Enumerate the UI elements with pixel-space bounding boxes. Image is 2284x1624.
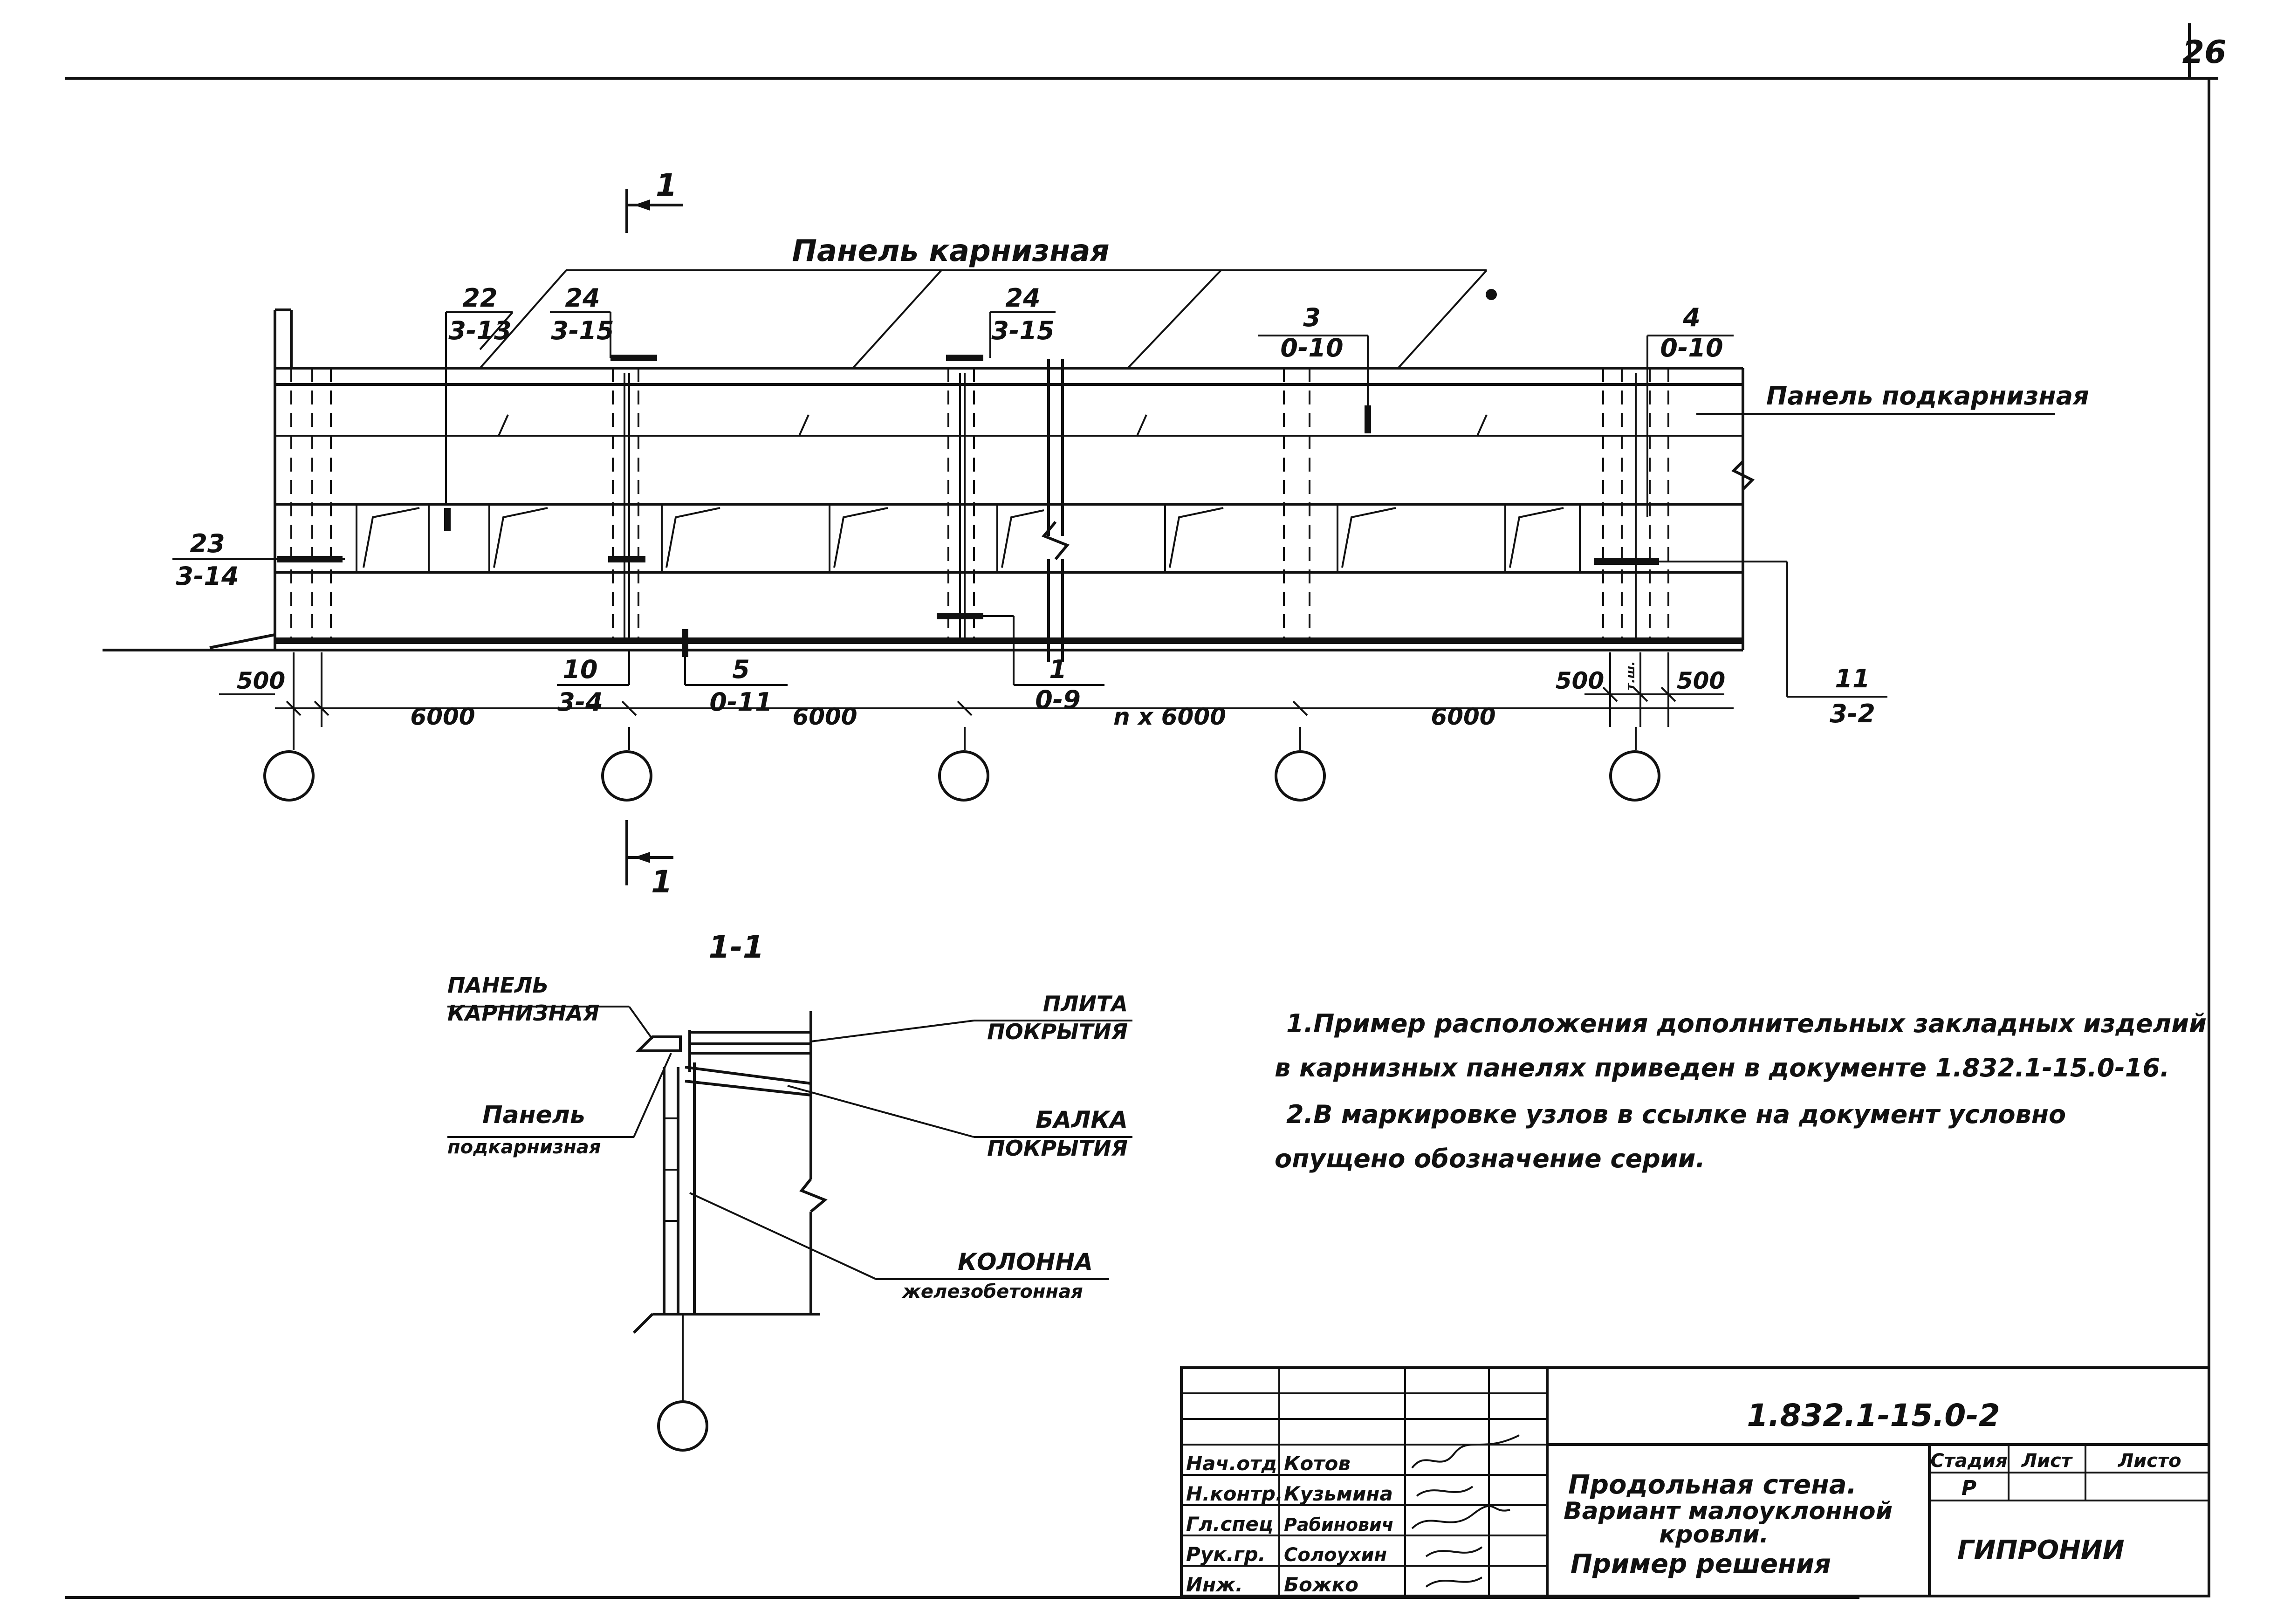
- svg-text:Рабинович: Рабинович: [1284, 1514, 1394, 1535]
- svg-text:ПАНЕЛЬ: ПАНЕЛЬ: [447, 973, 549, 998]
- svg-text:Стадия: Стадия: [1930, 1450, 2008, 1472]
- svg-text:Лист: Лист: [2021, 1450, 2073, 1472]
- callout-24-left: 24 3-15: [550, 283, 614, 345]
- svg-text:т.ш.: т.ш.: [1624, 661, 1638, 690]
- svg-text:0-10: 0-10: [1280, 333, 1343, 363]
- svg-text:n x 6000: n x 6000: [1113, 703, 1226, 730]
- svg-text:Листо: Листо: [2118, 1450, 2181, 1472]
- svg-text:Вариант малоуклонной: Вариант малоуклонной: [1564, 1497, 1893, 1525]
- column-axes: [263, 727, 1660, 802]
- svg-text:5: 5: [732, 655, 750, 684]
- general-notes: 1.Пример расположения дополнительных зак…: [1275, 1009, 2207, 1173]
- callout-5: 5 0-11: [685, 655, 788, 717]
- svg-text:ПЛИТА: ПЛИТА: [1043, 991, 1128, 1016]
- sheet-frame: [65, 23, 2218, 1599]
- svg-text:ПОКРЫТИЯ: ПОКРЫТИЯ: [987, 1019, 1128, 1044]
- svg-text:Панель: Панель: [482, 1101, 585, 1129]
- section-mark-top: 1: [625, 167, 683, 233]
- subcornice-panel-label: Панель подкарнизная: [1766, 381, 2089, 411]
- section-mark-bottom: 1: [625, 820, 673, 900]
- svg-text:24: 24: [565, 283, 600, 313]
- svg-text:1: 1: [1049, 655, 1067, 684]
- svg-text:Инж.: Инж.: [1186, 1573, 1243, 1596]
- svg-text:22: 22: [462, 283, 497, 313]
- window-band: [356, 504, 1581, 572]
- dimension-chain: 500 6000 6000 n x 6000 6000 500 т.ш. 500: [219, 652, 1734, 730]
- svg-text:3-15: 3-15: [551, 316, 614, 345]
- svg-text:24: 24: [1005, 283, 1040, 313]
- svg-text:КАРНИЗНАЯ: КАРНИЗНАЯ: [447, 1000, 599, 1026]
- organization: ГИПРОНИИ: [1957, 1535, 2125, 1565]
- svg-text:Продольная стена.: Продольная стена.: [1568, 1470, 1857, 1500]
- svg-text:БАЛКА: БАЛКА: [1036, 1106, 1128, 1133]
- section-title: 1-1: [708, 929, 764, 965]
- callout-1: 1 0-9: [1014, 655, 1104, 714]
- svg-text:11: 11: [1835, 664, 1870, 693]
- svg-text:Божко: Божко: [1284, 1573, 1358, 1596]
- note-2-line-2: опущено обозначение серии.: [1275, 1144, 1705, 1173]
- svg-text:3: 3: [1303, 303, 1321, 332]
- svg-text:10: 10: [562, 655, 597, 684]
- section-1-1: 1-1 ПАНЕЛЬ: [447, 929, 1132, 1452]
- svg-text:6000: 6000: [1431, 703, 1495, 730]
- svg-text:3-14: 3-14: [176, 562, 239, 591]
- signatures: [1411, 1434, 1520, 1588]
- callout-leaders: [172, 312, 1887, 698]
- svg-text:кровли.: кровли.: [1659, 1521, 1769, 1549]
- svg-text:Рук.гр.: Рук.гр.: [1186, 1543, 1266, 1566]
- svg-text:6000: 6000: [792, 703, 857, 730]
- callout-10: 10 3-4: [557, 655, 629, 717]
- svg-text:Кузьмина: Кузьмина: [1284, 1482, 1393, 1505]
- svg-text:500: 500: [1677, 667, 1725, 694]
- note-1-line-2: в карнизных панелях приведен в документе…: [1275, 1053, 2169, 1083]
- callout-3: 3 0-10: [1258, 303, 1368, 363]
- svg-text:железобетонная: железобетонная: [901, 1281, 1083, 1302]
- svg-text:3-4: 3-4: [557, 687, 603, 717]
- title-block: 1.832.1-15.0-2 Нач.отд Н.контр. Гл.спец …: [1180, 1366, 2210, 1597]
- svg-text:3-2: 3-2: [1830, 699, 1875, 728]
- cornice-panel-label: Панель карнизная: [792, 234, 1109, 268]
- section-axis: [657, 1400, 708, 1452]
- callout-23: 23 3-14: [172, 529, 247, 591]
- svg-text:4: 4: [1682, 303, 1701, 332]
- svg-text:3-15: 3-15: [991, 316, 1054, 345]
- svg-text:Р: Р: [1962, 1476, 1976, 1500]
- callout-4: 4 0-10: [1647, 303, 1734, 363]
- svg-text:3-13: 3-13: [448, 316, 511, 345]
- longitudinal-wall-elevation: Панель карнизная Панель подкарнизная: [103, 167, 2089, 900]
- svg-text:6000: 6000: [410, 703, 475, 730]
- svg-text:500: 500: [237, 667, 285, 694]
- note-2-line-1: 2.В маркировке узлов в ссылке на докумен…: [1286, 1100, 2066, 1129]
- sheet-number: 26: [2182, 34, 2227, 71]
- svg-text:подкарнизная: подкарнизная: [447, 1137, 601, 1158]
- svg-text:0-10: 0-10: [1660, 333, 1723, 363]
- svg-text:Пример решения: Пример решения: [1571, 1549, 1831, 1579]
- svg-text:1: 1: [651, 864, 672, 900]
- svg-text:Н.контр.: Н.контр.: [1186, 1482, 1283, 1505]
- svg-text:0-11: 0-11: [709, 687, 772, 717]
- doc-code: 1.832.1-15.0-2: [1747, 1398, 2000, 1433]
- callout-22: 22 3-13: [446, 283, 514, 350]
- svg-text:ПОКРЫТИЯ: ПОКРЫТИЯ: [987, 1136, 1128, 1161]
- svg-text:Нач.отд: Нач.отд: [1186, 1452, 1277, 1475]
- svg-text:Солоухин: Солоухин: [1284, 1544, 1387, 1566]
- callout-11: 11 3-2: [1830, 664, 1875, 728]
- svg-text:КОЛОННА: КОЛОННА: [958, 1248, 1093, 1275]
- note-1-line-1: 1.Пример расположения дополнительных зак…: [1286, 1009, 2207, 1038]
- svg-text:500: 500: [1556, 667, 1604, 694]
- svg-text:1: 1: [656, 167, 677, 203]
- svg-text:Гл.спец: Гл.спец: [1186, 1513, 1273, 1535]
- svg-text:23: 23: [190, 529, 225, 558]
- svg-text:Котов: Котов: [1284, 1452, 1351, 1475]
- callout-24-mid: 24 3-15: [990, 283, 1056, 345]
- svg-text:0-9: 0-9: [1035, 685, 1081, 714]
